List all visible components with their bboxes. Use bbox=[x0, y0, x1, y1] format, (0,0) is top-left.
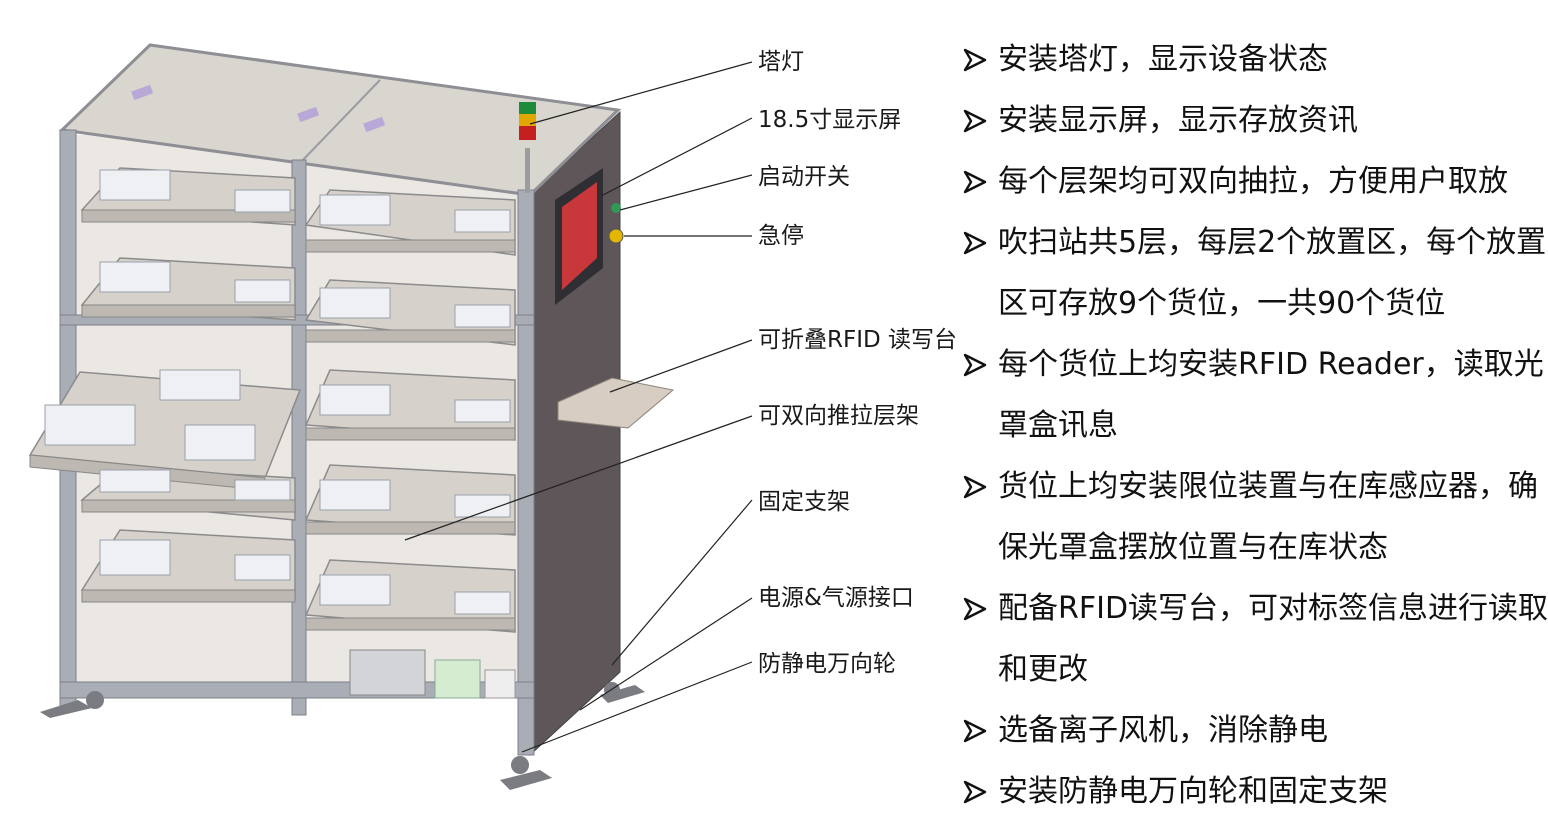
bullet-arrow-icon bbox=[963, 780, 987, 804]
top-panel bbox=[58, 43, 622, 197]
bullet-arrow-icon bbox=[963, 597, 987, 621]
frame-middle-post bbox=[291, 159, 307, 716]
feature-text: 货位上均安装限位装置与在库感应器，确 bbox=[998, 469, 1538, 504]
feature-text: 每个层架均可双向抽拉，方便用户取放 bbox=[998, 164, 1508, 199]
feature-text: 罩盒讯息 bbox=[998, 408, 1118, 443]
bullet-arrow-icon bbox=[963, 48, 987, 72]
feature-text: 吹扫站共5层，每层2个放置区，每个放置 bbox=[998, 225, 1547, 260]
top-tab-1 bbox=[131, 84, 154, 101]
control-module bbox=[434, 659, 481, 699]
frame-right-post bbox=[517, 189, 535, 756]
top-tab-2 bbox=[297, 106, 320, 123]
emergency-stop-button bbox=[608, 228, 624, 244]
feature-item: 吹扫站共5层，每层2个放置区，每个放置 bbox=[962, 221, 1546, 282]
callout-start-switch: 启动开关 bbox=[758, 164, 850, 190]
leader-lines bbox=[404, 61, 753, 753]
display-screen bbox=[562, 182, 597, 290]
bullet-arrow-icon bbox=[963, 719, 987, 743]
tower-light-yellow bbox=[519, 114, 536, 126]
callout-rfid-table: 可折叠RFID 读写台 bbox=[758, 327, 958, 353]
callout-display: 18.5寸显示屏 bbox=[758, 107, 902, 133]
feature-item: 每个层架均可双向抽拉，方便用户取放 bbox=[962, 160, 1528, 221]
top-tab-3 bbox=[363, 116, 386, 133]
callout-fixed-bracket: 固定支架 bbox=[758, 489, 850, 515]
bullet-arrow-icon bbox=[963, 170, 987, 194]
feature-item-continuation: 区可存放9个货位，一共90个货位 bbox=[962, 282, 1528, 343]
feature-item: 每个货位上均安装RFID Reader，读取光 bbox=[962, 343, 1544, 404]
start-switch-button bbox=[611, 203, 621, 213]
mask-boxes bbox=[44, 169, 511, 615]
feature-text: 安装防静电万向轮和固定支架 bbox=[998, 774, 1388, 809]
top-seam bbox=[299, 79, 381, 164]
feature-item-continuation: 和更改 bbox=[962, 648, 1528, 709]
feature-item: 安装塔灯，显示设备状态 bbox=[962, 38, 1528, 99]
feature-text: 每个货位上均安装RFID Reader，读取光 bbox=[998, 347, 1544, 382]
tower-light-green bbox=[519, 102, 536, 114]
feature-text: 区可存放9个货位，一共90个货位 bbox=[998, 286, 1446, 321]
rfid-table bbox=[557, 377, 675, 429]
feature-item: 安装显示屏，显示存放资讯 bbox=[962, 99, 1528, 160]
tower-light-pole bbox=[525, 148, 530, 193]
feature-item: 选备离子风机，消除静电 bbox=[962, 709, 1528, 770]
feature-text: 安装塔灯，显示设备状态 bbox=[998, 42, 1328, 77]
feature-text: 配备RFID读写台，可对标签信息进行读取 bbox=[998, 591, 1548, 626]
callout-tower-light: 塔灯 bbox=[758, 49, 804, 75]
ion-fan-unit bbox=[349, 649, 426, 696]
bullet-arrow-icon bbox=[963, 353, 987, 377]
frame-mid-rail bbox=[59, 314, 535, 326]
feature-text: 选备离子风机，消除静电 bbox=[998, 713, 1328, 748]
feature-item-continuation: 保光罩盒摆放位置与在库状态 bbox=[962, 526, 1528, 587]
bullet-arrow-icon bbox=[963, 475, 987, 499]
feature-text: 安装显示屏，显示存放资讯 bbox=[998, 103, 1358, 138]
cabinet-illustration bbox=[28, 43, 753, 790]
feature-item: 配备RFID读写台，可对标签信息进行读取 bbox=[962, 587, 1548, 648]
callout-caster: 防静电万向轮 bbox=[758, 651, 896, 677]
feature-list: 安装塔灯，显示设备状态 安装显示屏，显示存放资讯 每个层架均可双向抽拉，方便用户… bbox=[962, 38, 1548, 831]
feature-item: 安装防静电万向轮和固定支架 bbox=[962, 770, 1528, 831]
feature-item: 货位上均安装限位装置与在库感应器，确 bbox=[962, 465, 1538, 526]
feature-item-continuation: 罩盒讯息 bbox=[962, 404, 1528, 465]
casters bbox=[40, 682, 645, 790]
terminal-block bbox=[484, 669, 516, 699]
callout-emergency-stop: 急停 bbox=[758, 223, 804, 249]
feature-text: 和更改 bbox=[998, 652, 1088, 687]
callout-power-air: 电源&气源接口 bbox=[758, 585, 914, 611]
tower-light-red bbox=[519, 126, 536, 140]
callout-sliding-shelf: 可双向推拉层架 bbox=[758, 403, 919, 429]
bullet-arrow-icon bbox=[963, 231, 987, 255]
feature-text: 保光罩盒摆放位置与在库状态 bbox=[998, 530, 1388, 565]
bullet-arrow-icon bbox=[963, 109, 987, 133]
